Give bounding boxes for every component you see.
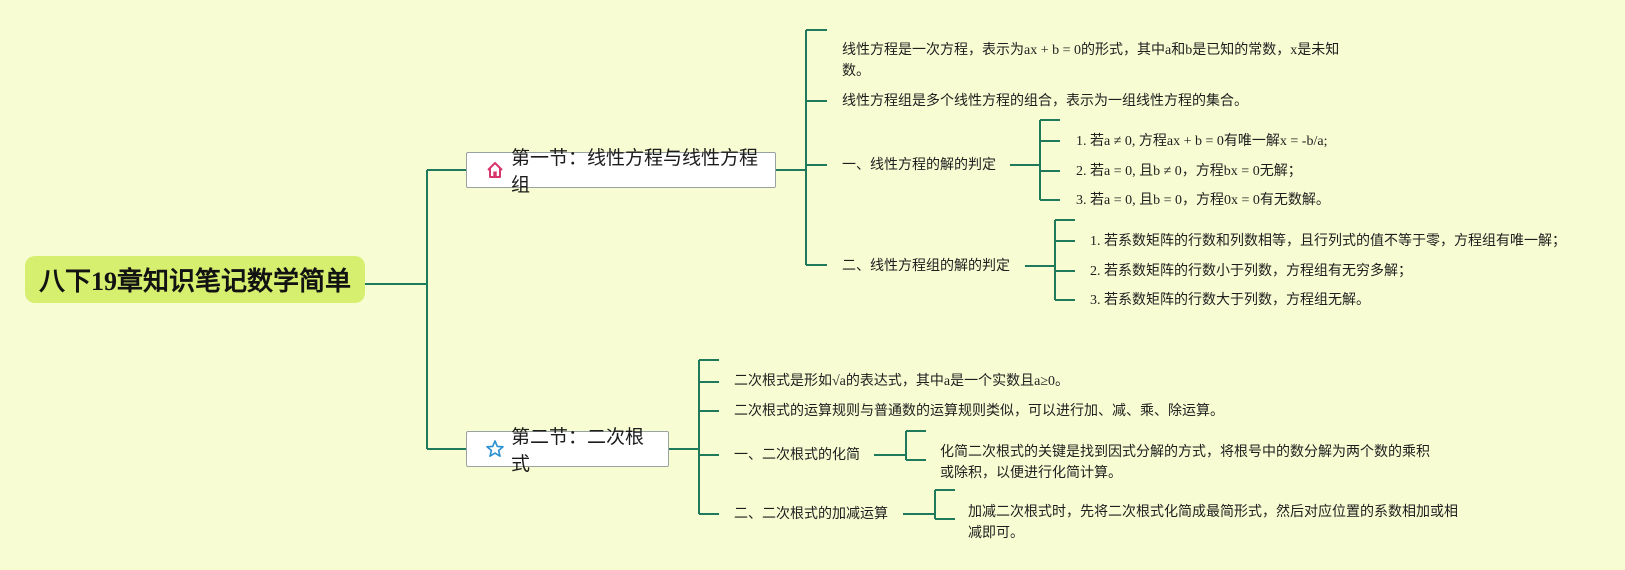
- s1-item-1: 线性方程是一次方程，表示为ax + b = 0的形式，其中a和b是已知的常数，x…: [842, 43, 1340, 79]
- s1-item-3: 一、线性方程的解的判定: [842, 158, 996, 173]
- section-2-title: 第二节：二次根式: [511, 426, 645, 475]
- star-icon: [485, 439, 505, 459]
- connector-s2: [669, 359, 719, 515]
- s1-item-4-child-1: 1. 若系数矩阵的行数和列数相等，且行列式的值不等于零，方程组有唯一解；: [1090, 234, 1566, 249]
- s2-item-3-child-1: 化简二次根式的关键是找到因式分解的方式，将根号中的数分解为两个数的乘积或除积，以…: [940, 445, 1430, 481]
- s2-item-4: 二、二次根式的加减运算: [734, 507, 888, 522]
- s1-item-3-child-1: 1. 若a ≠ 0, 方程ax + b = 0有唯一解x = -b/a;: [1076, 134, 1328, 149]
- root-title: 八下19章知识笔记数学简单: [38, 267, 351, 296]
- section-2-topic[interactable]: 第二节：二次根式: [466, 426, 669, 475]
- s1-item-4-child-2: 2. 若系数矩阵的行数小于列数，方程组有无穷多解；: [1090, 264, 1412, 279]
- connector-root: [365, 169, 466, 450]
- s2-item-4-child-1: 加减二次根式时，先将二次根式化简成最简形式，然后对应位置的系数相加或相减即可。: [968, 505, 1458, 541]
- s1-item-2: 线性方程组是多个线性方程的组合，表示为一组线性方程的集合。: [842, 94, 1248, 109]
- s1-item-3-child-2: 2. 若a = 0, 且b ≠ 0，方程bx = 0无解；: [1076, 164, 1302, 179]
- s2-item-1: 二次根式是形如√a的表达式，其中a是一个实数且a≥0。: [734, 374, 1070, 389]
- home-icon: [485, 160, 505, 180]
- s1-item-3-child-3: 3. 若a = 0, 且b = 0，方程0x = 0有无数解。: [1076, 193, 1330, 208]
- connector-s2-i3: [874, 430, 926, 461]
- section-1-topic[interactable]: 第一节：线性方程与线性方程组: [466, 147, 776, 196]
- connector-s1-i4: [1025, 219, 1075, 301]
- s2-item-2: 二次根式的运算规则与普通数的运算规则类似，可以进行加、减、乘、除运算。: [734, 404, 1224, 419]
- section-1-title: 第一节：线性方程与线性方程组: [511, 147, 759, 196]
- s1-item-4: 二、线性方程组的解的判定: [842, 259, 1010, 274]
- connector-s2-i4: [903, 489, 955, 520]
- s1-item-4-child-3: 3. 若系数矩阵的行数大于列数，方程组无解。: [1090, 293, 1370, 308]
- connector-s1: [775, 29, 827, 266]
- s2-item-3: 一、二次根式的化简: [734, 448, 860, 463]
- root-topic[interactable]: 八下19章知识笔记数学简单: [25, 256, 365, 303]
- connector-s1-i3: [1010, 119, 1060, 201]
